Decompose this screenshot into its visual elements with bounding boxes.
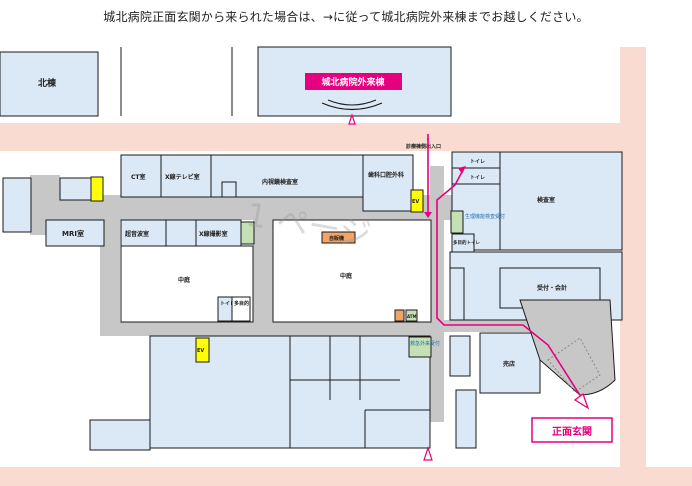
multipurpose-small-label: 多目的 — [234, 300, 249, 307]
dental-room — [362, 154, 414, 212]
dental-room-label: 歯科口腔外科 — [368, 171, 404, 179]
bottom-entrance-arrow-icon — [423, 446, 433, 461]
main-entrance-label: 正面玄関 — [552, 425, 592, 438]
ev-right — [410, 189, 424, 213]
examination-room — [499, 151, 623, 251]
xray-tv-room — [160, 154, 212, 198]
courtyard-right-label: 中庭 — [340, 272, 352, 280]
endoscopy-room-label: 内視鏡検査室 — [262, 178, 298, 186]
atm-label: ATM — [407, 314, 417, 319]
toilet-1-label: トイレ — [470, 159, 485, 165]
function-test-reception-label: 生理機能検査受付 — [465, 213, 505, 220]
outpatient-reception-label: 救急外来受付 — [410, 340, 440, 347]
ev-bottom-label: EV — [197, 348, 204, 354]
clinic-entrance-label: 診療棟側出入口 — [406, 143, 441, 150]
toilet-2-label: トイレ — [470, 175, 485, 181]
toilet-small-label: トイレ — [220, 301, 235, 307]
shop-label: 売店 — [502, 360, 515, 368]
outdoor-band-top — [0, 123, 626, 151]
multipurpose-toilet-label: 多目的トイレ — [453, 239, 480, 246]
outpatient-building-label: 城北病院外来棟 — [321, 76, 385, 88]
examination-room-label: 検査室 — [537, 196, 555, 204]
xray-tv-room-label: X線テレビ室 — [165, 173, 200, 181]
reception-payment-label: 受付・会計 — [537, 284, 567, 292]
atm-box — [405, 309, 418, 322]
xray-photo-room-label: X線撮影室 — [199, 230, 228, 238]
xray-photo-room — [195, 219, 242, 247]
vending-machine — [321, 231, 356, 244]
outdoor-band-right — [620, 47, 646, 467]
ct-room-label: CT室 — [131, 173, 146, 181]
outpatient-building-tag — [305, 73, 402, 90]
mri-room-label: MRI室 — [62, 229, 84, 238]
page-instruction: 城北病院正面玄関から来られた場合は、→に従って城北病院外来棟までお越しください。 — [103, 10, 589, 24]
outpatient-entrance-arrow-icon — [348, 113, 356, 125]
courtyard-left-label: 中庭 — [178, 276, 190, 284]
route-arrow-up-icon — [458, 166, 466, 174]
route-arrow-down-icon — [424, 212, 432, 218]
main-entrance-box — [531, 417, 613, 443]
ev-bottom — [195, 337, 210, 363]
ev-right-label: EV — [412, 199, 419, 205]
ultrasound-room-label: 超音波室 — [124, 230, 149, 238]
north-building-label: 北棟 — [38, 77, 57, 89]
ultrasound-room — [120, 219, 167, 247]
outdoor-band-bottom — [0, 467, 692, 486]
function-test-reception-marker — [450, 210, 464, 234]
clinic-entrance-area — [420, 152, 450, 166]
route-path — [427, 138, 584, 401]
shop — [479, 332, 541, 394]
main-entrance-arrow-icon — [573, 392, 590, 410]
north-building — [0, 51, 99, 117]
vending-label: 自販機 — [329, 235, 344, 242]
outpatient-reception-marker — [408, 336, 432, 358]
mri-room — [45, 219, 105, 247]
